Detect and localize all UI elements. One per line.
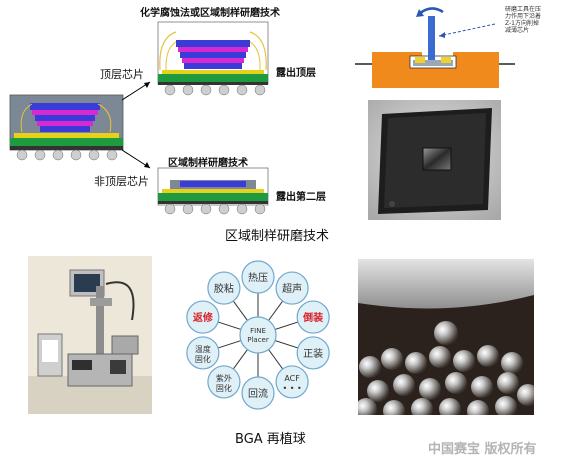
solder-ball <box>501 352 523 374</box>
original-package <box>9 94 124 161</box>
process-node-label: 超声 <box>282 282 302 295</box>
solder-ball <box>495 396 517 415</box>
solder-ball <box>383 400 405 415</box>
label-top-chip: 顶层芯片 <box>100 68 144 81</box>
tool-note-line-3: Z-1方向削掉 <box>505 20 539 27</box>
second-layer-exposed-package <box>157 167 269 215</box>
grinding-tool-schematic: 研磨工具在压 力作用下沿着 Z-1方向削掉 减薄芯片 <box>355 0 561 100</box>
bottom-caption: BGA 再植球 <box>235 432 306 447</box>
process-node <box>207 271 241 305</box>
solder-ball <box>477 345 499 367</box>
stacked-die-illustration <box>9 21 269 215</box>
copyright-watermark: 中国赛宝 版权所有 <box>428 442 537 457</box>
process-node <box>241 260 275 294</box>
label-non-top-chip: 非顶层芯片 <box>94 175 149 188</box>
tool-note-line-4: 减薄芯片 <box>505 27 530 34</box>
solder-ball <box>517 384 534 406</box>
process-node-label: 回流 <box>248 387 268 400</box>
top-exposed-package <box>157 21 269 96</box>
center-label-line-2: Placer <box>247 336 269 344</box>
top-caption: 区域制样研磨技术 <box>225 229 330 244</box>
process-node <box>296 336 330 370</box>
process-node <box>296 300 330 334</box>
solder-ball <box>411 398 433 415</box>
process-node <box>186 300 220 334</box>
solder-ball <box>419 378 441 400</box>
solder-ball <box>367 380 389 402</box>
process-node-label: 温度 <box>195 344 211 354</box>
center-node <box>239 316 277 354</box>
process-node-sublabel: 固化 <box>195 354 211 364</box>
solder-ball-photo <box>358 259 534 415</box>
process-node-label: 紫外 <box>216 373 232 383</box>
solder-ball <box>467 400 489 415</box>
label-expose-second: 露出第二层 <box>276 192 326 203</box>
lower-diagram-title: 区域制样研磨技术 <box>168 158 248 169</box>
solder-ball <box>393 374 415 396</box>
process-node <box>275 271 309 305</box>
solder-ball <box>445 372 467 394</box>
process-node-sublabel: • • • <box>282 384 301 393</box>
tool-note-line-1: 研磨工具在压 <box>505 6 542 13</box>
process-node <box>207 365 241 399</box>
process-node-label: ACF <box>284 374 300 383</box>
solder-ball-graphic <box>358 259 534 415</box>
process-node <box>241 376 275 410</box>
process-node <box>275 365 309 399</box>
solder-ball <box>429 346 451 368</box>
process-node-label: 返修 <box>193 311 214 324</box>
chip-photo-graphic <box>368 100 501 220</box>
solder-ball <box>439 398 461 415</box>
solder-ball <box>471 376 493 398</box>
stacked-die-diagram-panel: 化学腐蚀法或区域制样研磨技术 <box>0 0 350 225</box>
rework-machine-photo <box>28 256 152 414</box>
process-node <box>186 336 220 370</box>
tool-note-line-2: 力作用下沿着 <box>505 13 542 20</box>
machine-graphic <box>28 256 152 414</box>
grinding-tool-illustration <box>355 7 515 88</box>
etch-method-title: 化学腐蚀法或区域制样研磨技术 <box>140 8 280 19</box>
center-label-line-1: FINE <box>250 327 266 335</box>
process-node-label: 倒装 <box>302 311 323 324</box>
process-node-label: 胶粘 <box>214 282 234 295</box>
process-node-sublabel: 固化 <box>216 383 232 393</box>
grinded-chip-photo <box>368 100 501 220</box>
process-node-label: 热压 <box>248 271 268 284</box>
solder-ball <box>359 356 381 378</box>
label-expose-top: 露出顶层 <box>276 68 316 79</box>
solder-ball <box>358 398 377 415</box>
solder-ball <box>497 372 519 394</box>
solder-ball <box>405 352 427 374</box>
tool-note: 研磨工具在压 力作用下沿着 Z-1方向削掉 减薄芯片 <box>505 6 541 34</box>
solder-ball <box>381 348 403 370</box>
process-node-label: 正装 <box>303 347 323 360</box>
solder-ball <box>453 350 475 372</box>
